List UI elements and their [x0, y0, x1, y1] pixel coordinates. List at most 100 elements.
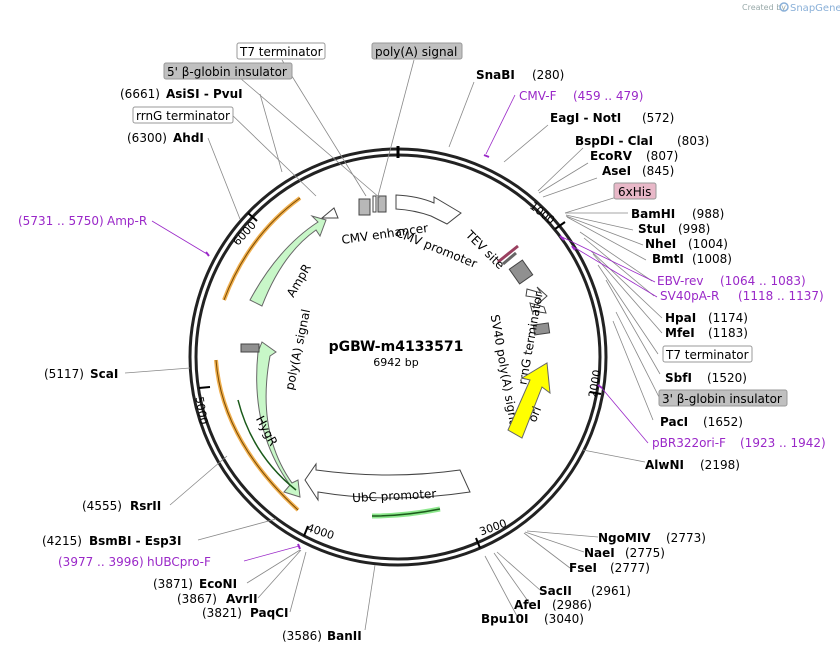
ori-label: ori — [525, 404, 544, 424]
brand-created-by: Created by — [742, 3, 786, 12]
site-position: (3586) — [282, 629, 322, 643]
site-name[interactable]: AhdI — [173, 131, 204, 145]
primer-name[interactable]: CMV-F — [519, 89, 557, 103]
site-name[interactable]: NgoMIV — [598, 531, 651, 545]
primer-arrow-ubc-line — [371, 508, 441, 517]
site-name[interactable]: BanII — [327, 629, 362, 643]
feature-poly-a-bottom[interactable] — [240, 343, 260, 353]
t7-terminator-right-box[interactable] — [662, 345, 753, 363]
feature-5-globin-insulator[interactable] — [377, 195, 387, 213]
feature-6xhis[interactable] — [497, 244, 519, 264]
feature-tev-site[interactable] — [502, 251, 517, 266]
site-position: (2198) — [700, 458, 740, 472]
brand-name: SnapGene — [790, 3, 840, 14]
site-name[interactable]: BmtI — [652, 252, 684, 266]
site-name[interactable]: FseI — [569, 561, 597, 575]
site-name[interactable]: SbfI — [665, 371, 692, 385]
site-name[interactable]: StuI — [638, 222, 665, 236]
hygr-label: HygR — [253, 413, 280, 448]
site-name[interactable]: AsiSI - PvuI — [166, 87, 243, 101]
feature-sv40-polya[interactable] — [508, 259, 534, 285]
globin-3-box[interactable] — [658, 389, 788, 407]
rrng-top-box[interactable] — [132, 106, 234, 124]
site-name[interactable]: AseI — [602, 164, 631, 178]
site-position: (1652) — [703, 415, 743, 429]
site-position: (3871) — [153, 577, 193, 591]
feature-t7-terminator[interactable] — [358, 198, 371, 216]
rrng-top-label: rrnG terminator — [136, 109, 230, 123]
site-name[interactable]: NheI — [645, 237, 676, 251]
site-position: (2777) — [610, 561, 650, 575]
primer-name[interactable]: SV40pA-R — [660, 289, 719, 303]
primer-range: (1118 .. 1137) — [738, 289, 824, 303]
primer-name[interactable]: Amp-R — [107, 214, 147, 228]
site-name[interactable]: AvrII — [226, 592, 258, 606]
site-position: (2986) — [552, 598, 592, 612]
globin-5-box[interactable] — [163, 62, 293, 80]
site-name[interactable]: MfeI — [665, 326, 695, 340]
site-position: (1183) — [708, 326, 748, 340]
feature-ubc-promoter[interactable] — [304, 462, 471, 502]
primer-range: (5731 .. 5750) — [18, 214, 104, 228]
site-name[interactable]: AfeI — [514, 598, 541, 612]
feature-poly-a-signal[interactable] — [372, 195, 377, 213]
orf-hygr-orange-line — [215, 359, 299, 511]
site-name[interactable]: EcoRV — [590, 149, 633, 163]
tick-label-1000: 1000 — [527, 200, 557, 227]
feature-t7-terminator-right[interactable] — [525, 286, 548, 306]
site-name[interactable]: BsmBI - Esp3I — [89, 534, 181, 548]
hygr-orf-line — [237, 399, 297, 491]
site-name[interactable]: PacI — [660, 415, 688, 429]
tick-mark — [247, 212, 258, 222]
globin-3-label: 3' β-globin insulator — [662, 392, 782, 406]
primer-name[interactable]: pBR322ori-F — [652, 436, 726, 450]
feature-ampr[interactable] — [249, 214, 327, 307]
site-name[interactable]: EcoNI — [199, 577, 237, 591]
site-name[interactable]: BspDI - ClaI — [575, 134, 653, 148]
site-position: (988) — [692, 207, 724, 221]
tick-mark — [303, 525, 309, 537]
t7-terminator-right-label: T7 terminator — [665, 348, 749, 362]
site-name[interactable]: SnaBI — [476, 68, 515, 82]
feature-hygr[interactable] — [256, 341, 301, 498]
site-name[interactable]: AlwNI — [645, 458, 684, 472]
site-name[interactable]: PaqCI — [250, 606, 288, 620]
site-position: (1008) — [692, 252, 732, 266]
site-name[interactable]: EagI - NotI — [550, 111, 621, 125]
ampr-label: AmpR — [284, 262, 314, 300]
globin-5-label: 5' β-globin insulator — [167, 65, 287, 79]
feature-cmv-enhancer[interactable] — [395, 194, 462, 225]
plasmid-name: pGBW-m4133571 — [329, 339, 464, 355]
feature-rrng-terminator-top[interactable] — [320, 207, 339, 219]
site-name[interactable]: RsrII — [130, 499, 161, 513]
site-position: (3867) — [177, 592, 217, 606]
site-position: (1004) — [688, 237, 728, 251]
tick-label-2000: 2000 — [586, 369, 604, 399]
feature-3-globin-insulator[interactable] — [529, 302, 547, 314]
site-name[interactable]: Bpu10I — [481, 612, 528, 626]
polya-signal-box[interactable] — [371, 42, 463, 60]
site-position: (998) — [678, 222, 710, 236]
feature-rrng-terminator[interactable] — [532, 322, 551, 336]
snapgene-logo-icon — [779, 2, 789, 12]
primer-name[interactable]: hUBCpro-F — [147, 555, 211, 569]
site-position: (572) — [642, 111, 674, 125]
site-name[interactable]: SacII — [539, 584, 572, 598]
site-name[interactable]: HpaI — [665, 311, 696, 325]
t7-terminator-top-box[interactable] — [236, 42, 326, 60]
ubc-promoter-label: UbC promoter — [352, 487, 437, 505]
site-position: (807) — [646, 149, 678, 163]
tick-mark — [589, 391, 602, 395]
site-name[interactable]: NaeI — [584, 546, 615, 560]
site-name[interactable]: BamHI — [631, 207, 675, 221]
site-position: (3040) — [544, 612, 584, 626]
poly-a-label: poly(A) signal — [282, 308, 313, 391]
his-box[interactable] — [613, 182, 657, 200]
primer-name[interactable]: EBV-rev — [657, 274, 703, 288]
feature-ori[interactable] — [507, 362, 551, 439]
site-position: (845) — [642, 164, 674, 178]
primer-range: (459 .. 479) — [573, 89, 643, 103]
site-position: (280) — [532, 68, 564, 82]
site-position: (1174) — [708, 311, 748, 325]
site-name[interactable]: ScaI — [90, 367, 118, 381]
